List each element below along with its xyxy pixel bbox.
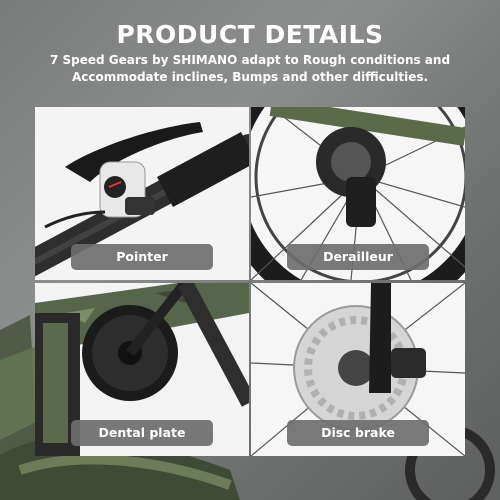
panel-derailleur: Derailleur — [251, 107, 465, 280]
panel-label-derailleur: Derailleur — [287, 244, 429, 270]
disc-brake-photo — [251, 283, 465, 456]
page-title: PRODUCT DETAILS — [116, 20, 384, 49]
panel-dental-plate: Dental plate — [35, 283, 249, 456]
panel-disc-brake: Disc brake — [251, 283, 465, 456]
dental-plate-photo — [35, 283, 249, 456]
panel-label-disc-brake: Disc brake — [287, 420, 429, 446]
page-subtitle: 7 Speed Gears by SHIMANO adapt to Rough … — [49, 53, 451, 84]
panel-label-pointer: Pointer — [71, 244, 213, 270]
panel-pointer: Pointer — [35, 107, 249, 280]
panel-label-dental-plate: Dental plate — [71, 420, 213, 446]
